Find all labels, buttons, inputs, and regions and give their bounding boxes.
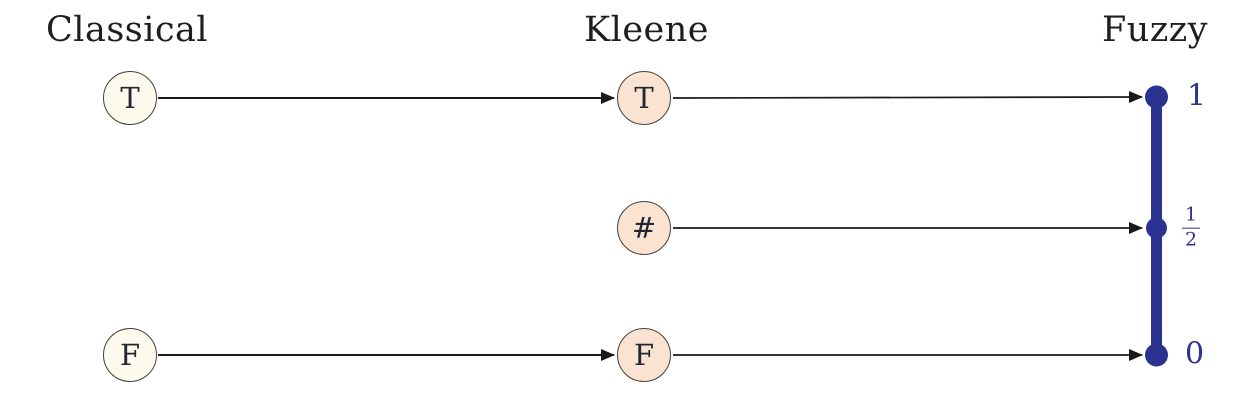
fuzzy-value-half: 1 2: [1182, 204, 1201, 252]
fuzzy-point-1: [1145, 85, 1168, 109]
fuzzy-value-1: 1: [1187, 78, 1207, 114]
node-classical-true: T: [103, 71, 157, 125]
fuzzy-value-half-denominator: 2: [1185, 228, 1198, 251]
fuzzy-value-half-numerator: 1: [1182, 204, 1201, 229]
column-header-kleene: Kleene: [584, 10, 710, 50]
arrow-kleene-t-to-fuzzy-1: [672, 91, 1143, 104]
node-kleene-true-label: T: [634, 81, 654, 115]
node-classical-false-label: F: [119, 338, 141, 372]
node-kleene-unknown: #: [617, 201, 671, 255]
node-kleene-false: F: [617, 328, 671, 382]
node-classical-false: F: [103, 328, 157, 382]
column-header-classical: Classical: [46, 10, 209, 50]
fuzzy-point-half: [1146, 217, 1167, 239]
node-classical-true-label: T: [120, 81, 140, 115]
node-kleene-unknown-label: #: [631, 211, 657, 245]
column-header-fuzzy: Fuzzy: [1102, 10, 1208, 50]
fuzzy-point-0: [1145, 343, 1168, 367]
node-kleene-false-label: F: [633, 338, 655, 372]
fuzzy-value-0: 0: [1185, 336, 1205, 372]
node-kleene-true: T: [617, 71, 671, 125]
